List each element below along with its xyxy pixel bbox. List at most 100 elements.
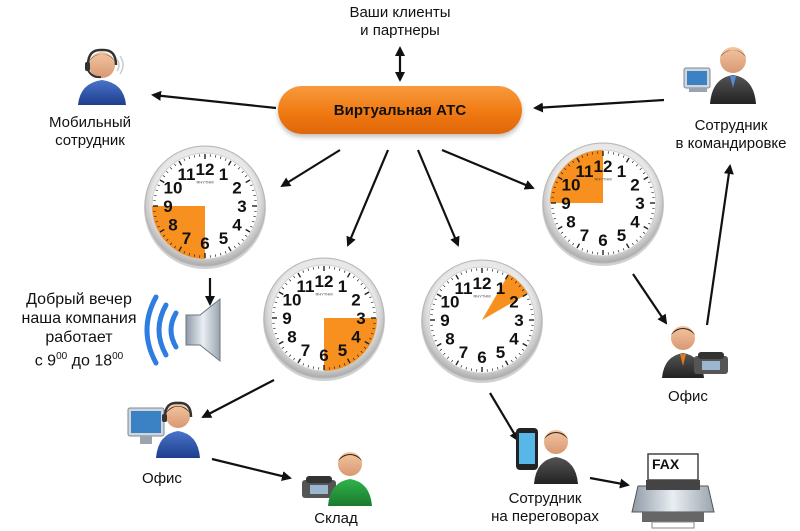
clock-numeral: 2	[509, 293, 518, 312]
business-trip-worker-icon	[683, 47, 756, 104]
clock-numeral: 1	[338, 277, 347, 296]
clock-numeral: 1	[617, 162, 626, 181]
negotiating-worker-icon	[516, 428, 578, 484]
clock-numeral: 4	[232, 216, 242, 235]
clock-numeral: 9	[561, 194, 570, 213]
arrow-to-office-right	[632, 273, 668, 325]
clock-evening-sector	[152, 206, 205, 259]
clock-numeral: 2	[351, 291, 360, 310]
negotiations-label: Сотрудник на переговорах	[478, 490, 612, 526]
clock-numeral: 6	[598, 231, 607, 250]
arrow-to-clock-afternoon	[346, 149, 390, 247]
clock-numeral: 10	[440, 293, 459, 312]
clock-brand: RHYTHM	[594, 177, 611, 182]
fax-label: FAX	[652, 456, 680, 472]
virtual-pbx-label: Виртуальная АТС	[333, 101, 467, 119]
mobile-worker-label: Мобильный сотрудник	[30, 114, 150, 150]
office-left-label: Офис	[132, 470, 192, 488]
clients-label-line1: Ваши клиенты	[349, 4, 451, 21]
arrow-to-warehouse	[211, 457, 292, 481]
message-line1: Добрый вечер	[26, 291, 132, 308]
clock-numeral: 8	[445, 330, 454, 349]
mobile-worker-icon	[78, 48, 126, 105]
office-left-label-text: Офис	[142, 470, 182, 487]
connection-arrows	[151, 46, 734, 489]
clock-numeral: 6	[477, 348, 486, 367]
clock-numeral: 12	[315, 272, 334, 291]
clock-numeral: 9	[163, 197, 172, 216]
warehouse-worker-icon	[302, 452, 372, 506]
clock-numeral: 11	[297, 277, 315, 296]
business-trip-label-line1: Сотрудник	[694, 117, 768, 134]
message-line2: наша компания	[21, 310, 137, 327]
clients-label: Ваши клиенты и партнеры	[330, 4, 470, 40]
clock-numeral: 7	[580, 226, 589, 245]
virtual-pbx-hub: Виртуальная АТС	[278, 86, 522, 134]
clock-noon-sector	[482, 274, 528, 320]
message-hours-sup2: 00	[112, 351, 124, 362]
clock-numeral: 9	[282, 309, 291, 328]
office-worker-right-icon	[662, 326, 728, 378]
message-hours-sup1: 00	[56, 351, 68, 362]
clock-numeral: 2	[630, 176, 639, 195]
clock-numeral: 7	[182, 229, 191, 248]
mobile-worker-label-line2: сотрудник	[55, 132, 125, 149]
clock-numeral: 3	[237, 197, 246, 216]
clock-numeral: 3	[356, 309, 365, 328]
message-hours-mid: до 18	[67, 352, 113, 370]
business-trip-label: Сотрудник в командировке	[664, 117, 798, 153]
fax-machine-icon	[631, 453, 715, 529]
clock-afternoon-sector	[324, 318, 377, 371]
clock-numeral: 11	[178, 165, 196, 184]
clock-numeral: 10	[163, 179, 182, 198]
clock-morning-sector	[550, 150, 603, 203]
clock-numeral: 5	[496, 343, 505, 362]
clock-brand: RHYTHM	[315, 292, 332, 297]
clock-numeral: 10	[561, 176, 580, 195]
business-trip-label-line2: в командировке	[675, 135, 787, 152]
clock-numeral: 10	[282, 291, 301, 310]
mobile-worker-label-line1: Мобильный	[49, 114, 131, 131]
office-right-label-text: Офис	[668, 388, 708, 405]
clock-numeral: 7	[459, 343, 468, 362]
clock-numeral: 3	[635, 194, 644, 213]
arrow-to-meeting	[489, 392, 520, 442]
clock-numeral: 12	[473, 274, 492, 293]
arrow-from-trip	[533, 98, 665, 113]
warehouse-label: Склад	[306, 510, 366, 528]
arrow-to-mobile	[151, 90, 277, 110]
clients-label-line2: и партнеры	[360, 22, 440, 39]
clock-numeral: 5	[219, 229, 228, 248]
arrow-to-clock-evening	[280, 149, 341, 188]
negotiations-label-line1: Сотрудник	[508, 490, 582, 507]
clock-numeral: 6	[319, 346, 328, 365]
arrow-to-fax	[589, 476, 630, 489]
after-hours-message: Добрый вечер наша компания работает с 90…	[4, 290, 154, 370]
arrow-to-clock-noon	[416, 149, 460, 247]
clock-numeral: 4	[509, 330, 519, 349]
clock-numeral: 6	[200, 234, 209, 253]
clock-numeral: 8	[566, 213, 575, 232]
arrow-to-office-left	[201, 379, 275, 418]
clock-numeral: 8	[168, 216, 177, 235]
clock-numeral: 8	[287, 328, 296, 347]
message-line3: работает	[45, 329, 113, 346]
message-line4: с 900 до 1800	[4, 347, 154, 370]
message-hours-pre: с 9	[34, 352, 57, 370]
clock-numeral: 12	[594, 157, 613, 176]
clock-brand: RHYTHM	[196, 180, 213, 185]
negotiations-label-line2: на переговорах	[491, 508, 599, 525]
clock-numeral: 12	[196, 160, 215, 179]
clock-numeral: 1	[219, 165, 228, 184]
arrow-to-trip	[705, 164, 734, 326]
clock-numeral: 1	[496, 279, 505, 298]
warehouse-label-text: Склад	[314, 510, 358, 527]
clock-numeral: 11	[455, 279, 473, 298]
arrow-to-clock-morning	[441, 148, 535, 190]
clock-numeral: 3	[514, 311, 523, 330]
clock-brand: RHYTHM	[473, 294, 490, 299]
